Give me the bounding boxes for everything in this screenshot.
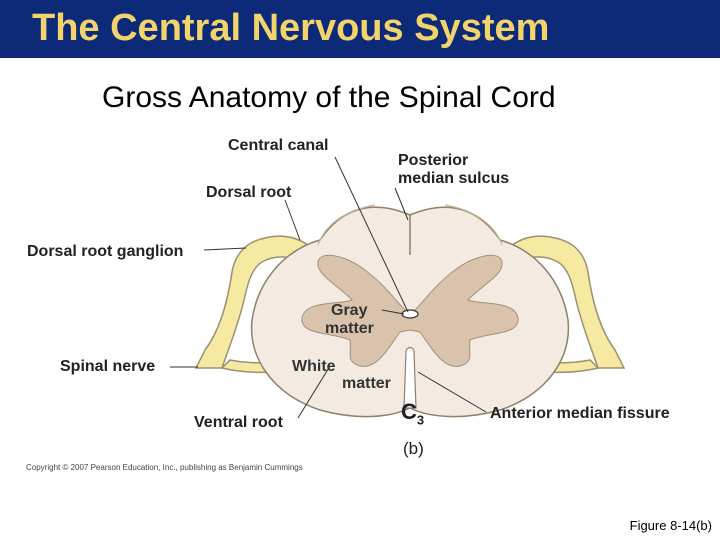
label-anterior-median-fissure: Anterior median fissure (490, 405, 670, 422)
label-c3-letter: C (401, 399, 417, 424)
leader-ventral-root (297, 365, 331, 419)
leader-dorsal-root (284, 199, 301, 241)
leader-dorsal-root-ganglion (203, 247, 247, 251)
label-gray-matter-1: Gray (331, 302, 368, 319)
label-posterior-median-sulcus-1: Posterior (398, 152, 469, 169)
label-white-matter-1: White (292, 358, 336, 375)
label-dorsal-root: Dorsal root (206, 184, 292, 201)
label-white-matter-2: matter (342, 375, 391, 392)
label-central-canal: Central canal (228, 137, 329, 154)
dorsal-root-left (317, 204, 376, 246)
leader-gray-matter (381, 309, 405, 315)
anterior-median-fissure-shape (403, 346, 417, 409)
label-ventral-root: Ventral root (194, 414, 283, 431)
panel-label: (b) (403, 439, 424, 458)
slide-subtitle: Gross Anatomy of the Spinal Cord (102, 81, 556, 114)
leader-anterior-fissure (417, 371, 487, 413)
label-spinal-nerve: Spinal nerve (60, 358, 156, 375)
slide-title: The Central Nervous System (32, 7, 550, 49)
title-bar: The Central Nervous System (0, 0, 720, 58)
label-dorsal-root-ganglion: Dorsal root ganglion (27, 243, 184, 260)
label-c3: C3 (401, 401, 425, 429)
leader-lines (170, 156, 487, 419)
label-posterior-median-sulcus-2: median sulcus (398, 170, 510, 187)
figure-reference: Figure 8-14(b) (629, 518, 712, 533)
central-canal-shape (401, 309, 419, 319)
copyright-text: Copyright © 2007 Pearson Education, Inc.… (26, 463, 303, 472)
leader-central-canal (334, 156, 409, 313)
leader-posterior-sulcus (394, 187, 409, 221)
dorsal-root-right (444, 204, 503, 246)
label-gray-matter-2: matter (325, 320, 374, 337)
label-c3-subscript: 3 (416, 412, 425, 428)
